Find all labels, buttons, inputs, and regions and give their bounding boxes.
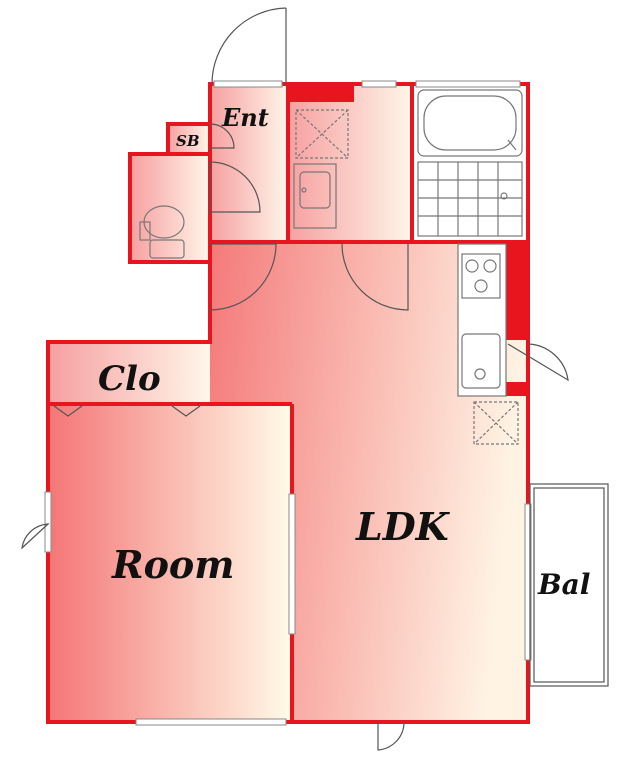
wash-basin (293, 163, 337, 229)
kitchen-counter (457, 243, 507, 397)
entrance-ldk-door (209, 243, 277, 311)
window-room-bottom (135, 718, 287, 726)
bathtub (417, 89, 523, 157)
shoebox-wall (166, 122, 212, 156)
closet-label: Clo (98, 359, 161, 399)
kitchen-area (458, 244, 506, 396)
balcony-rail (533, 487, 605, 683)
toilet-fixture (139, 205, 185, 259)
wall-accent-kitchen (506, 244, 528, 340)
window-entrance-top (213, 80, 283, 88)
wash-ldk-door (341, 243, 409, 311)
ldk-bottom-door (377, 721, 405, 751)
room-left-door (21, 523, 50, 550)
balcony (529, 483, 609, 687)
balcony-label: Bal (537, 568, 590, 601)
kitchen-side-door (507, 343, 569, 382)
fixtures (139, 89, 523, 445)
room-area (48, 404, 292, 722)
entrance-area (210, 84, 288, 240)
closet-area (48, 342, 210, 404)
doors (21, 7, 569, 751)
toilet-door (209, 161, 261, 213)
window-room-left (44, 491, 52, 553)
window-room-right (288, 493, 296, 635)
shower-floor (417, 161, 523, 237)
shoebox-door (209, 123, 235, 149)
room-labels: Ent SB Clo Room LDK Bal (98, 103, 590, 601)
closet-doors (53, 405, 201, 417)
entrance-label: Ent (221, 103, 269, 132)
ldk-label: LDK (355, 504, 451, 549)
front-door (211, 7, 287, 85)
room-label: Room (111, 542, 234, 587)
toilet-area (130, 154, 210, 262)
windows (44, 80, 532, 726)
balcony-outline (529, 483, 609, 687)
window-ldk-right (524, 503, 532, 661)
room-fills (48, 84, 606, 722)
wall-accent-wash-top (288, 84, 354, 102)
window-bath-top (415, 80, 521, 88)
wall-accents (288, 84, 528, 396)
refrigerator-space (473, 401, 519, 445)
washing-machine-space (295, 109, 349, 159)
shoebox-area (168, 124, 210, 154)
balcony-area (530, 484, 606, 686)
washroom-area (288, 84, 412, 240)
window-wash-top (361, 80, 397, 88)
shoebox-label: SB (176, 132, 200, 150)
wall-accent-kitchen-low (506, 382, 528, 396)
